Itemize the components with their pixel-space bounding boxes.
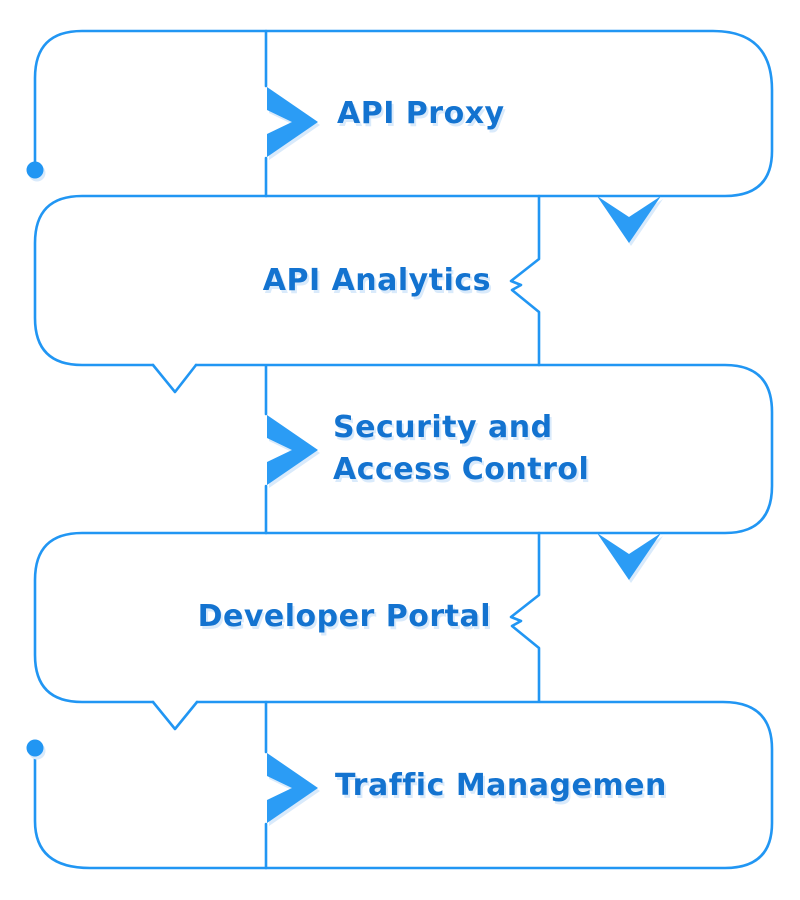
chevron-right-icon	[267, 753, 318, 823]
chevron-down-icon	[597, 533, 661, 580]
speech-tail-icon	[151, 363, 198, 394]
step-label-text: Developer Portal	[197, 599, 491, 634]
step-label-text: Traffic Managemen	[335, 768, 667, 803]
step-label-developer-portal: Developer Portal	[198, 599, 491, 635]
chevron-down-icon	[597, 196, 661, 243]
start-dot	[26, 161, 44, 179]
end-dot	[26, 739, 44, 757]
chevron-right-icon	[267, 415, 318, 485]
step-label-text: API Proxy	[337, 96, 505, 131]
step-label-api-proxy: API Proxy	[337, 96, 505, 132]
chevron-left-icon	[509, 194, 541, 367]
speech-tail-icon	[151, 700, 199, 731]
chevron-right-icon	[267, 87, 318, 157]
step-label-text: Security and	[333, 410, 553, 445]
chevron-left-icon	[509, 531, 541, 703]
step-label-text: Access Control	[333, 452, 590, 487]
step-label-traffic-management: Traffic Managemen	[335, 768, 667, 804]
serpentine-flow-line	[33, 29, 774, 870]
step-label-api-analytics: API Analytics	[263, 263, 491, 299]
step-label-text: API Analytics	[262, 263, 491, 298]
step-label-security-access-control: Security and Access Control	[333, 407, 589, 491]
